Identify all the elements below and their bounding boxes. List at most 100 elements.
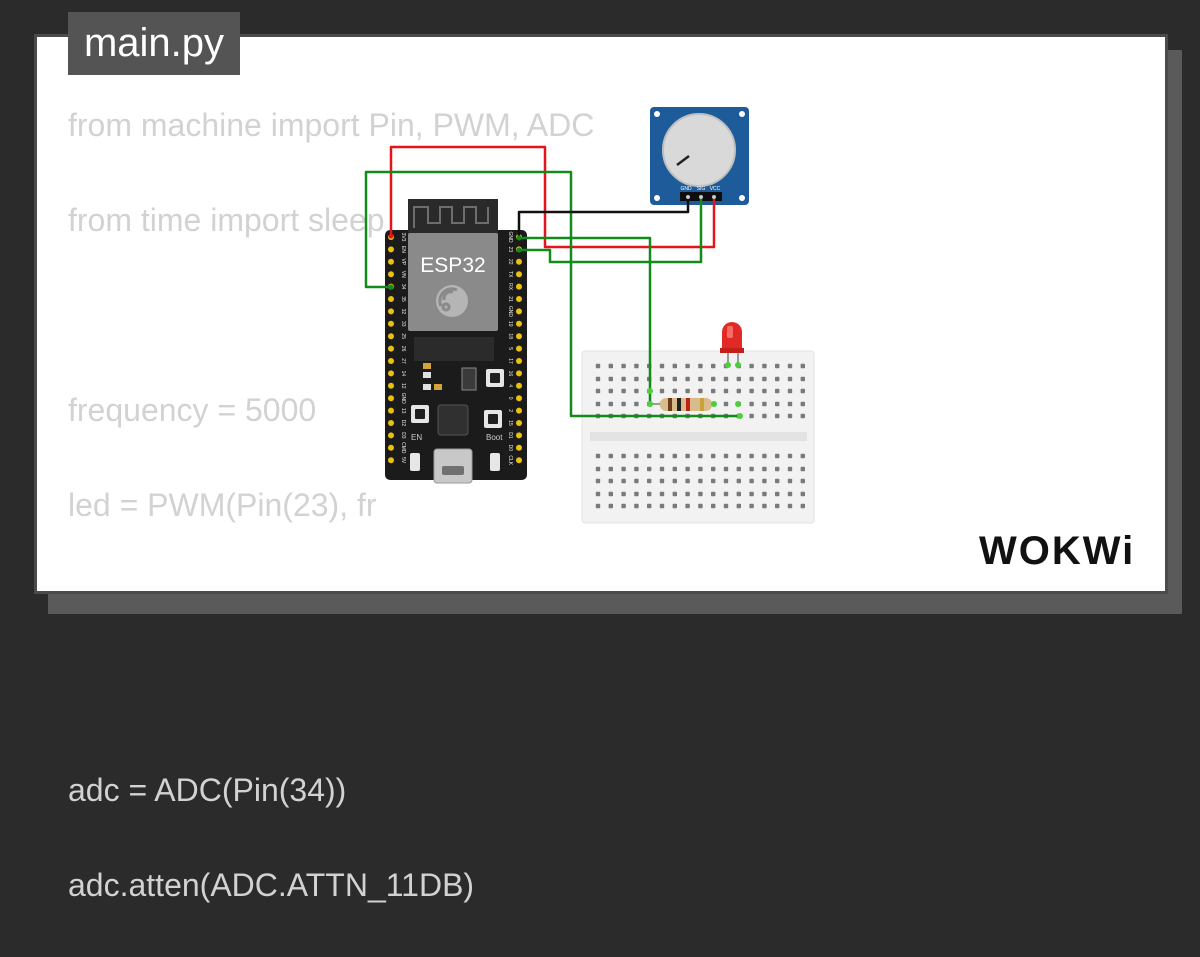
- breadboard-hole[interactable]: [685, 388, 690, 394]
- breadboard-hole[interactable]: [723, 401, 729, 407]
- breadboard-hole[interactable]: [621, 503, 626, 509]
- esp32-board[interactable]: ESP32 3V3ENVPVN343532332526271412GND13D2…: [385, 199, 527, 484]
- breadboard-hole[interactable]: [647, 466, 652, 472]
- breadboard-hole[interactable]: [634, 363, 639, 369]
- breadboard-hole[interactable]: [698, 491, 703, 497]
- breadboard-hole[interactable]: [621, 478, 626, 484]
- breadboard-hole[interactable]: [621, 376, 626, 382]
- breadboard-hole[interactable]: [775, 401, 780, 407]
- breadboard-hole[interactable]: [608, 491, 613, 497]
- breadboard-hole[interactable]: [775, 466, 780, 472]
- pin-right[interactable]: [516, 258, 522, 265]
- breadboard-hole[interactable]: [800, 453, 805, 459]
- breadboard-hole[interactable]: [787, 413, 793, 419]
- pin-left[interactable]: [388, 308, 394, 315]
- breadboard-hole[interactable]: [659, 376, 665, 382]
- breadboard-hole[interactable]: [595, 491, 601, 497]
- breadboard-hole[interactable]: [762, 376, 767, 382]
- breadboard-hole[interactable]: [659, 491, 665, 497]
- breadboard-hole[interactable]: [659, 503, 665, 509]
- breadboard-hole[interactable]: [800, 413, 805, 419]
- breadboard-hole[interactable]: [595, 478, 601, 484]
- breadboard-hole[interactable]: [749, 466, 754, 472]
- breadboard-hole[interactable]: [634, 503, 639, 509]
- breadboard-hole[interactable]: [608, 466, 613, 472]
- breadboard-hole[interactable]: [608, 478, 613, 484]
- breadboard-hole[interactable]: [762, 478, 767, 484]
- breadboard-hole[interactable]: [608, 453, 613, 459]
- breadboard-hole[interactable]: [800, 503, 805, 509]
- wire-green[interactable]: [364, 170, 740, 418]
- breadboard-hole[interactable]: [787, 376, 793, 382]
- breadboard-hole[interactable]: [800, 363, 805, 369]
- pin-right[interactable]: [516, 444, 522, 451]
- breadboard-hole[interactable]: [672, 478, 677, 484]
- pin-right[interactable]: [516, 420, 522, 426]
- breadboard-hole[interactable]: [698, 376, 703, 382]
- breadboard-hole[interactable]: [634, 491, 639, 497]
- pin-right[interactable]: [516, 283, 522, 290]
- breadboard-hole[interactable]: [775, 503, 780, 509]
- wire-red[interactable]: [389, 145, 716, 249]
- breadboard-hole[interactable]: [787, 478, 793, 484]
- breadboard-hole[interactable]: [698, 503, 703, 509]
- breadboard-hole[interactable]: [698, 466, 703, 472]
- breadboard-hole[interactable]: [698, 363, 703, 369]
- breadboard-hole[interactable]: [775, 388, 780, 394]
- breadboard-hole[interactable]: [762, 388, 767, 394]
- breadboard-hole[interactable]: [736, 503, 741, 509]
- pin-right[interactable]: [516, 320, 522, 327]
- pin-left[interactable]: [388, 444, 394, 451]
- breadboard-hole[interactable]: [800, 401, 805, 407]
- breadboard-hole[interactable]: [659, 478, 665, 484]
- breadboard-hole[interactable]: [749, 401, 754, 407]
- breadboard-hole[interactable]: [723, 466, 729, 472]
- pin-right[interactable]: [516, 296, 522, 302]
- breadboard-hole[interactable]: [659, 466, 665, 472]
- breadboard-hole[interactable]: [647, 491, 652, 497]
- breadboard-hole[interactable]: [736, 376, 741, 382]
- breadboard-hole[interactable]: [595, 376, 601, 382]
- breadboard-hole[interactable]: [787, 503, 793, 509]
- breadboard-hole[interactable]: [711, 478, 716, 484]
- red-led[interactable]: [720, 322, 744, 365]
- wire-green[interactable]: [520, 199, 703, 264]
- breadboard-hole[interactable]: [736, 478, 741, 484]
- breadboard-hole[interactable]: [672, 453, 677, 459]
- breadboard-hole[interactable]: [621, 401, 626, 407]
- pin-right[interactable]: [516, 358, 522, 364]
- pin-left[interactable]: [388, 420, 394, 426]
- pin-right[interactable]: [516, 407, 522, 414]
- breadboard-hole[interactable]: [621, 363, 626, 369]
- breadboard-hole[interactable]: [800, 491, 805, 497]
- breadboard-hole[interactable]: [672, 388, 677, 394]
- wokwi-logo[interactable]: WOKWi: [975, 524, 1150, 574]
- breadboard-hole[interactable]: [749, 478, 754, 484]
- breadboard-hole[interactable]: [621, 491, 626, 497]
- breadboard-hole[interactable]: [787, 466, 793, 472]
- breadboard-hole[interactable]: [608, 401, 613, 407]
- breadboard-hole[interactable]: [749, 388, 754, 394]
- breadboard-hole[interactable]: [672, 363, 677, 369]
- pin-left[interactable]: [388, 407, 394, 414]
- pin-left[interactable]: [388, 296, 394, 302]
- breadboard-hole[interactable]: [787, 491, 793, 497]
- breadboard-hole[interactable]: [647, 478, 652, 484]
- breadboard-hole[interactable]: [762, 363, 767, 369]
- breadboard-hole[interactable]: [749, 491, 754, 497]
- breadboard-hole[interactable]: [800, 376, 805, 382]
- pin-left[interactable]: [388, 370, 394, 377]
- breadboard-hole[interactable]: [749, 453, 754, 459]
- breadboard-hole[interactable]: [672, 491, 677, 497]
- breadboard-hole[interactable]: [698, 388, 703, 394]
- breadboard-hole[interactable]: [621, 453, 626, 459]
- breadboard-hole[interactable]: [749, 503, 754, 509]
- breadboard-hole[interactable]: [595, 453, 601, 459]
- breadboard-hole[interactable]: [762, 401, 767, 407]
- pin-left[interactable]: [388, 395, 394, 402]
- breadboard-hole[interactable]: [787, 453, 793, 459]
- pin-right[interactable]: [516, 308, 522, 315]
- breadboard-hole[interactable]: [685, 376, 690, 382]
- breadboard-hole[interactable]: [672, 503, 677, 509]
- pin-left[interactable]: [388, 457, 394, 464]
